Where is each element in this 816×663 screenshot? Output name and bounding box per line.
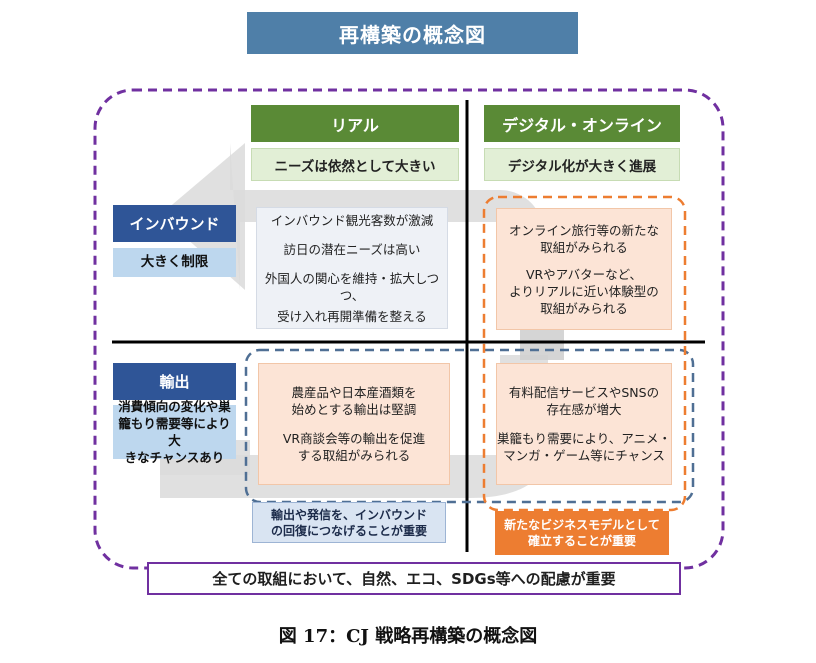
gray-arrow-lower-band-icon [160,355,548,498]
cell-text: インバウンド観光客数が激減 [270,212,434,228]
cell-text: 始めとする輸出は堅調 [291,402,417,417]
cell-text: VR商談会等の輸出を促進 [282,431,426,446]
row-header-inbound: インバウンド [113,205,236,242]
blue-note-line: の回復につなげることが重要 [270,523,427,538]
orange-note: 新たなビジネスモデルとして 確立することが重要 [495,511,669,555]
cell-text: 外国人の関心を維持・拡大しつつ、 [264,270,440,303]
cell-text: 取組がみられる [540,300,628,316]
purple-dashed-frame [93,88,725,570]
cell-inbound-digital: オンライン旅行等の新たな 取組がみられる VRやアバターなど、 よりリアルに近い… [496,208,672,330]
row-sub-export-line: 籠もり需要等により大 [118,416,231,448]
cell-inbound-real: インバウンド観光客数が激減 訪日の潜在ニーズは高い 外国人の関心を維持・拡大しつ… [256,207,448,329]
cell-text: 有料配信サービスやSNSの [508,385,660,400]
row-header-export: 輸出 [113,363,236,400]
column-header-digital: デジタル・オンライン [484,105,680,142]
column-sub-digital: デジタル化が大きく進展 [484,148,680,181]
orange-note-line: 新たなビジネスモデルとして [504,518,660,532]
row-sub-export: 消費傾向の変化や巣 籠もり需要等により大 きなチャンスあり [113,399,236,465]
row-sub-export-line: 消費傾向の変化や巣 [118,399,231,414]
cell-text: 存在感が増大 [546,402,622,417]
cell-text: 訪日の潜在ニーズは高い [283,241,421,257]
row-sub-export-line: きなチャンスあり [124,450,225,465]
column-sub-real: ニーズは依然として大きい [251,148,459,181]
orange-note-line: 確立することが重要 [527,534,636,548]
cell-text: 巣籠もり需要により、アニメ・ [497,431,672,446]
cell-text: よりリアルに近い体験型の [509,283,659,299]
cell-text: VRやアバターなど、 [525,266,643,282]
blue-note-line: 輸出や発信を、インバウンド [270,507,427,522]
column-header-real: リアル [251,105,459,142]
bottom-banner: 全ての取組において、自然、エコ、SDGs等への配慮が重要 [147,562,681,595]
gray-arrow-connector-icon [520,330,564,360]
cell-text: 受け入れ再開準備を整える [277,308,427,324]
cell-text: 取組がみられる [540,239,628,255]
row-sub-inbound: 大きく制限 [113,248,236,277]
figure-caption: 図 17：CJ 戦略再構築の概念図 [278,626,538,647]
cell-text: 農産品や日本産酒類を [291,385,417,400]
orange-dashed-frame [482,195,687,512]
cell-export-real: 農産品や日本産酒類を 始めとする輸出は堅調 VR商談会等の輸出を促進 する取組が… [258,363,450,485]
blue-note: 輸出や発信を、インバウンド の回復につなげることが重要 [252,502,446,543]
cell-text: する取組がみられる [297,448,411,463]
diagram-title: 再構築の概念図 [247,12,578,54]
cell-export-digital: 有料配信サービスやSNSの 存在感が増大 巣籠もり需要により、アニメ・ マンガ・… [496,363,672,485]
blue-dashed-frame [244,348,695,504]
cell-text: オンライン旅行等の新たな [508,222,659,238]
cell-text: マンガ・ゲーム等にチャンス [503,448,665,463]
